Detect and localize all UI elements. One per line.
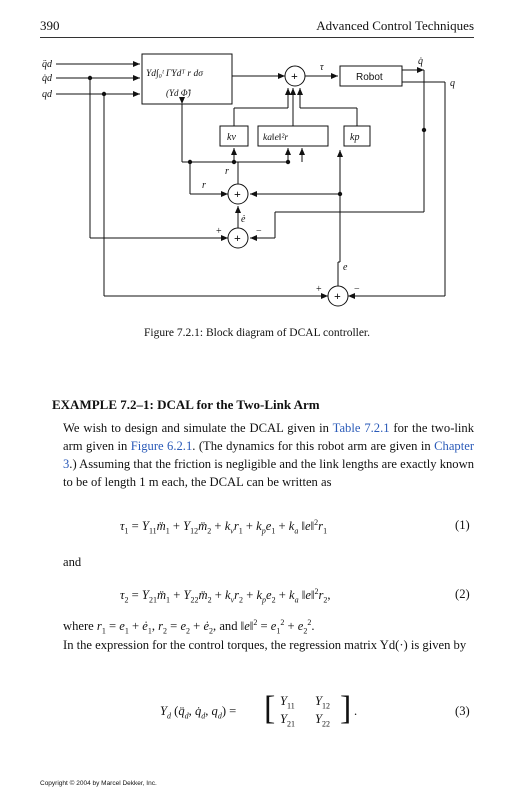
regressor-block-text: Yd∫₀ᵗ ΓYdᵀ r dσ [146, 69, 203, 79]
input-label-qd-dot: q̇d [42, 73, 53, 84]
equation-1-number: (1) [455, 518, 470, 532]
torque-sum-plus: + [291, 69, 298, 83]
r-label-lower: r [202, 180, 206, 191]
equation-3: Yd (q̈d, q̇d, qd) = [ Y11 Y12 Y21 Y22 ] … [160, 690, 358, 729]
robot-block [339, 65, 403, 87]
and-word: and [63, 555, 82, 569]
e-sum-minus-input: − [354, 284, 360, 295]
q-output-label: q [450, 78, 455, 89]
link-chapter-3[interactable]: Chapter 3 [63, 439, 475, 471]
r-label-upper: r [225, 166, 229, 177]
ka-gain-label: ka‖e‖²r [263, 133, 288, 143]
edot-label: ė [241, 214, 246, 225]
header-rule [40, 37, 474, 38]
example-heading: EXAMPLE 7.2–1: DCAL for the Two-Link Arm [52, 397, 320, 412]
e-label: e [343, 262, 348, 273]
qdot-output-label: q̇ [418, 56, 423, 67]
e-sum-plus-input: + [316, 284, 322, 295]
dcal-block-diagram: q̈d q̇d qd Yd∫₀ᵗ ΓYdᵀ r dσ (Yd Φ̂) + τ R… [42, 53, 455, 307]
regressor-block-subtext: (Yd Φ̂) [166, 88, 192, 98]
running-title: Advanced Control Techniques [316, 18, 474, 33]
e-sum-plus: + [334, 289, 341, 303]
example-paragraph-1: We wish to design and simulate the DCAL … [63, 421, 475, 489]
edot-sum-plus-input: + [216, 226, 222, 237]
copyright-notice: Copyright © 2004 by Marcel Dekker, Inc. [40, 780, 157, 787]
edot-sum-plus: + [234, 231, 241, 245]
where-line: where r1 = e1 + ė1, r2 = e2 + ė2, and ‖e… [63, 618, 315, 636]
link-table-7-2-1[interactable]: Table 7.2.1 [332, 421, 390, 435]
robot-label: Robot [356, 72, 383, 83]
tau-label: τ [320, 62, 324, 73]
equation-2: τ2 = Y21m̈1 + Y22m̈2 + kvr2 + kpe2 + ka … [120, 587, 331, 605]
link-figure-6-2-1[interactable]: Figure 6.2.1 [130, 439, 193, 453]
r-sum-plus: + [234, 187, 241, 201]
equation-1: τ1 = Y11m̈1 + Y12m̈2 + kvr1 + kpe1 + ka … [120, 518, 328, 536]
page-number: 390 [40, 18, 60, 33]
input-label-qdd: q̈d [42, 59, 53, 70]
kv-gain-label: kv [227, 132, 236, 143]
figure-caption: Figure 7.2.1: Block diagram of DCAL cont… [143, 327, 371, 339]
input-label-qd: qd [42, 89, 53, 100]
edot-sum-minus-input: − [256, 226, 262, 237]
regressor-block [141, 53, 233, 105]
kp-gain-label: kp [350, 132, 359, 143]
equation-2-number: (2) [455, 587, 470, 601]
example-paragraph-2: In the expression for the control torque… [63, 638, 467, 652]
equation-3-number: (3) [455, 704, 470, 718]
